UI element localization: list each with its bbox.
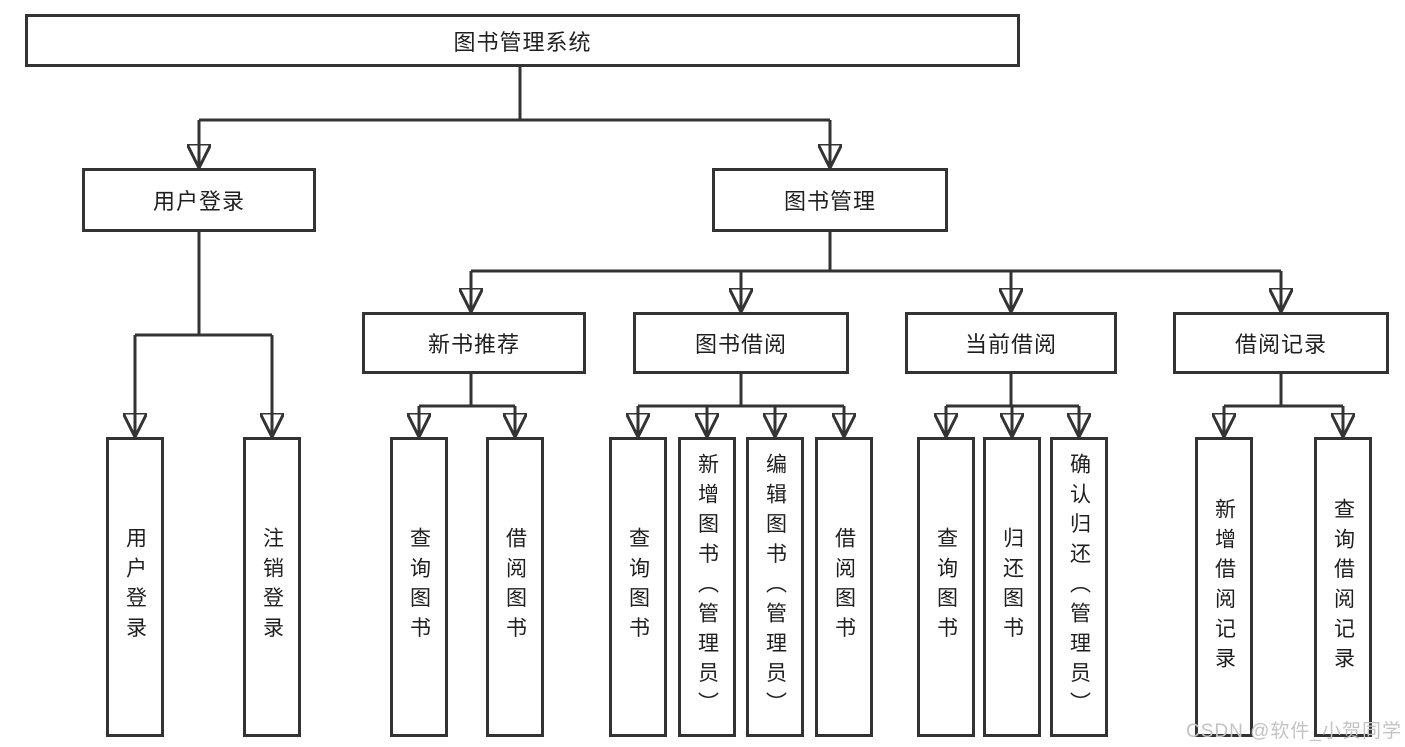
leaf-query-books-1: 查询图书 xyxy=(390,437,448,737)
leaf-borrow-books-2: 借阅图书 xyxy=(815,437,873,737)
leaf-edit-book-admin: 编辑图书（管理员） xyxy=(746,437,804,737)
connector-book-mgmt xyxy=(471,232,1281,310)
leaf-borrow-books-1: 借阅图书 xyxy=(486,437,544,737)
node-book-borrow: 图书借阅 xyxy=(633,312,849,374)
leaf-query-books-3: 查询图书 xyxy=(917,437,975,737)
node-user-login: 用户登录 xyxy=(82,168,316,232)
leaf-user-login: 用户登录 xyxy=(106,437,164,737)
leaf-add-book-admin: 新增图书（管理员） xyxy=(678,437,736,737)
leaf-add-borrow-record: 新增借阅记录 xyxy=(1195,437,1253,737)
leaf-return-book: 归还图书 xyxy=(983,437,1041,737)
node-root-system: 图书管理系统 xyxy=(25,14,1020,67)
connector-user-login xyxy=(135,232,272,435)
leaf-query-borrow-record: 查询借阅记录 xyxy=(1314,437,1372,737)
watermark: CSDN @软件_小贺同学 xyxy=(1186,721,1402,742)
leaf-confirm-return-admin: 确认归还（管理员） xyxy=(1050,437,1108,737)
connector-book-borrow xyxy=(638,374,844,435)
node-borrow-records: 借阅记录 xyxy=(1173,312,1389,374)
connector-root xyxy=(199,67,830,166)
leaf-query-books-2: 查询图书 xyxy=(609,437,667,737)
connector-borrow-records xyxy=(1224,374,1343,435)
node-book-mgmt: 图书管理 xyxy=(712,168,948,232)
connector-new-books xyxy=(419,374,515,435)
node-new-books: 新书推荐 xyxy=(362,312,586,374)
connector-current-borrow xyxy=(946,374,1079,435)
node-current-borrow: 当前借阅 xyxy=(905,312,1117,374)
leaf-logout: 注销登录 xyxy=(243,437,301,737)
